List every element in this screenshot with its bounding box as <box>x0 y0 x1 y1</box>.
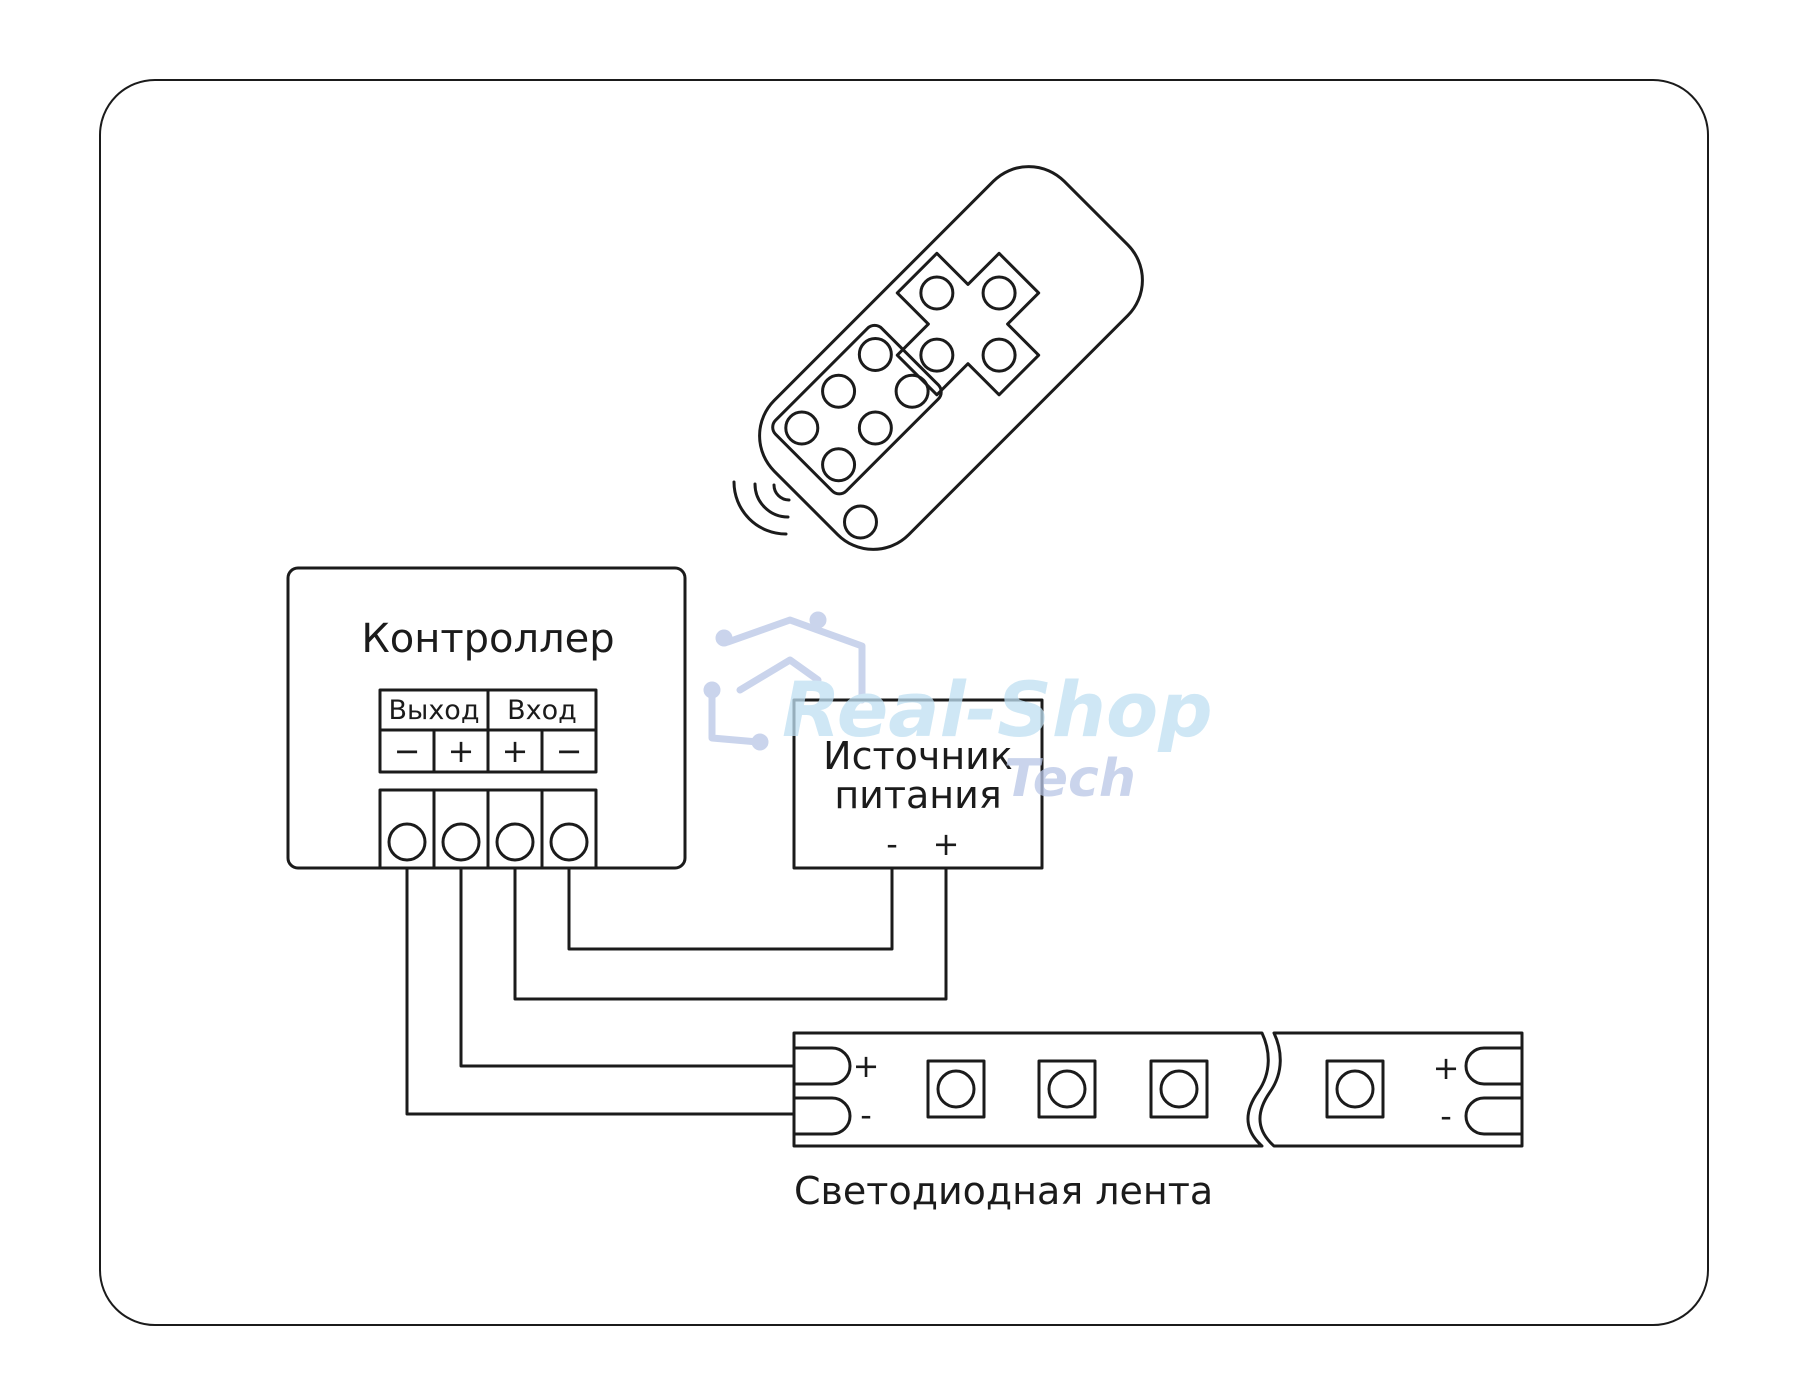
remote-control-icon <box>758 165 1144 551</box>
controller-box: Контроллер Выход Вход − + + − <box>286 566 687 870</box>
strip-pad-right-minus <box>1464 1096 1524 1136</box>
strip-left-plus-sign: + <box>853 1047 880 1085</box>
watermark-line2: Tech <box>1004 749 1136 809</box>
led-chip-icon <box>1037 1059 1097 1119</box>
terminal-screw-icon <box>549 822 589 862</box>
strip-left-minus-sign: - <box>860 1096 872 1134</box>
output-plus-sign: + <box>448 732 475 770</box>
watermark-hexagon-icon <box>703 611 866 751</box>
strip-pad-left-plus <box>792 1046 852 1086</box>
input-plus-sign: + <box>502 732 529 770</box>
output-label: Выход <box>388 695 479 726</box>
input-label: Вход <box>507 695 577 726</box>
led-strip: + - + - <box>792 1031 1524 1148</box>
wire-input-plus-to-psu <box>513 866 948 1001</box>
controller-title: Контроллер <box>361 616 614 662</box>
led-chip-icon <box>1149 1059 1209 1119</box>
wire-output-minus-to-strip <box>405 866 796 1116</box>
watermark-logo: Real-Shop Tech <box>703 611 1213 809</box>
power-supply-title-line1: Источник <box>823 734 1013 778</box>
input-minus-sign: − <box>556 732 583 770</box>
watermark-line1: Real-Shop <box>782 665 1213 754</box>
power-supply-box: Источник питания - + <box>792 698 1044 870</box>
infrared-signal-icon <box>732 480 791 536</box>
strip-pad-left-minus <box>792 1096 852 1136</box>
wire-output-plus-to-strip <box>459 866 796 1068</box>
power-supply-minus-sign: - <box>886 825 898 863</box>
led-chip-icon <box>926 1059 986 1119</box>
wire-input-minus-to-psu <box>567 866 894 951</box>
output-minus-sign: − <box>394 732 421 770</box>
strip-right-minus-sign: - <box>1440 1097 1452 1135</box>
terminal-block <box>378 788 598 870</box>
strip-pad-right-plus <box>1464 1046 1524 1086</box>
led-strip-label: Светодиодная лента <box>794 1169 1213 1213</box>
terminal-screw-icon <box>387 822 427 862</box>
power-supply-plus-sign: + <box>933 825 960 863</box>
diagram-frame <box>99 79 1709 1326</box>
wires <box>405 866 948 1116</box>
terminal-screw-icon <box>495 822 535 862</box>
led-chip-icon <box>1325 1059 1385 1119</box>
power-supply-title-line2: питания <box>834 773 1001 817</box>
terminal-screw-icon <box>441 822 481 862</box>
strip-right-plus-sign: + <box>1433 1049 1460 1087</box>
